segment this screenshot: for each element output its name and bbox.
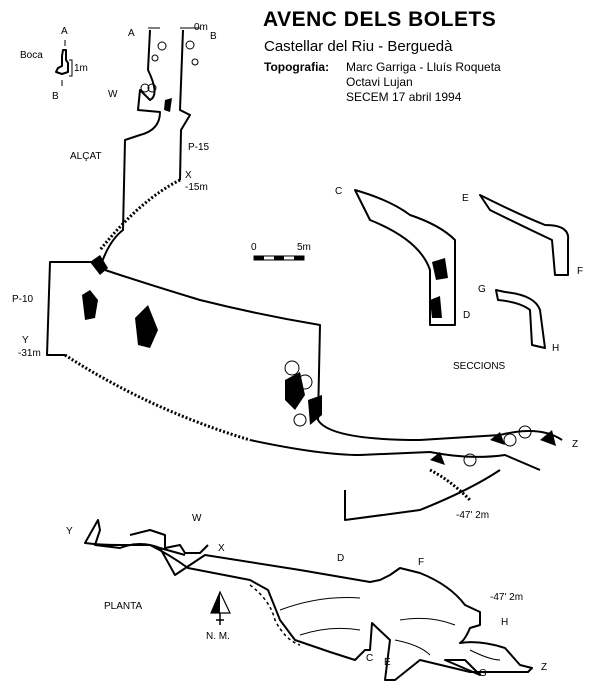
elev-depth-15: -15m [185,182,208,193]
club-date: SECEM 17 abril 1994 [346,90,462,104]
survey-title: AVENC DELS BOLETS [263,8,497,31]
section-label-e: E [462,193,469,204]
plan-label-x: X [218,543,225,554]
surveyors-line-2: Octavi Lujan [346,75,413,89]
north-label: N. M. [206,631,230,642]
plan-label-y: Y [66,526,73,537]
boca-scale: 1m [74,63,88,74]
survey-label: Topografia: [264,60,330,74]
elev-label-x: X [185,170,192,181]
elev-depth-47: -47' 2m [456,510,489,521]
elev-label-z: Z [572,439,578,450]
plan-depth-47: -47' 2m [490,592,523,603]
scale-end: 5m [297,242,311,253]
plan-label-w: W [192,513,202,524]
boca-label-a: A [61,26,68,37]
elev-label-w: W [108,89,118,100]
plan-label-g: G [479,668,487,679]
north-arrow-icon: N. M. [206,590,231,642]
plan-label-h: H [501,617,508,628]
section-label-f: F [577,266,583,277]
elevation-label: ALÇAT [70,151,102,162]
plan-label-z: Z [541,662,547,673]
elevation-profile: A 0m B W P-15 ALÇAT X -15m P-10 Y -31m Z… [12,22,578,521]
surveyors-line-1: Marc Garriga - Lluís Roqueta [346,60,501,74]
boca-label: Boca [20,50,43,61]
entrance-inset: A Boca 1m B [20,26,88,102]
plan-label-e: E [384,657,391,668]
section-label-g: G [478,284,486,295]
plan-label-d: D [337,553,344,564]
scale-start: 0 [251,242,257,253]
elev-label-a: A [128,28,135,39]
elev-depth-31: -31m [18,348,41,359]
scale-bar: 0 5m [251,242,311,261]
elev-label-y: Y [22,335,29,346]
section-label-d: D [463,310,470,321]
plan-label-c: C [366,653,373,664]
surveyor-list: Marc Garriga - Lluís Roqueta Octavi Luja… [346,60,501,105]
plan-label-f: F [418,557,424,568]
elev-depth-0: 0m [194,22,208,33]
survey-location: Castellar del Riu - Berguedà [264,38,453,55]
elev-pitch-10: P-10 [12,294,34,305]
boca-label-b: B [52,91,59,102]
cross-sections: C D E F G H SECCIONS [335,186,583,372]
elev-pitch-15: P-15 [188,142,210,153]
plan-label: PLANTA [104,601,142,612]
section-label-h: H [552,343,559,354]
section-label-c: C [335,186,342,197]
sections-label: SECCIONS [453,361,506,372]
elev-label-b: B [210,31,217,42]
plan-view: Y W X D F -47' 2m H C E G Z PLANTA [66,513,547,681]
